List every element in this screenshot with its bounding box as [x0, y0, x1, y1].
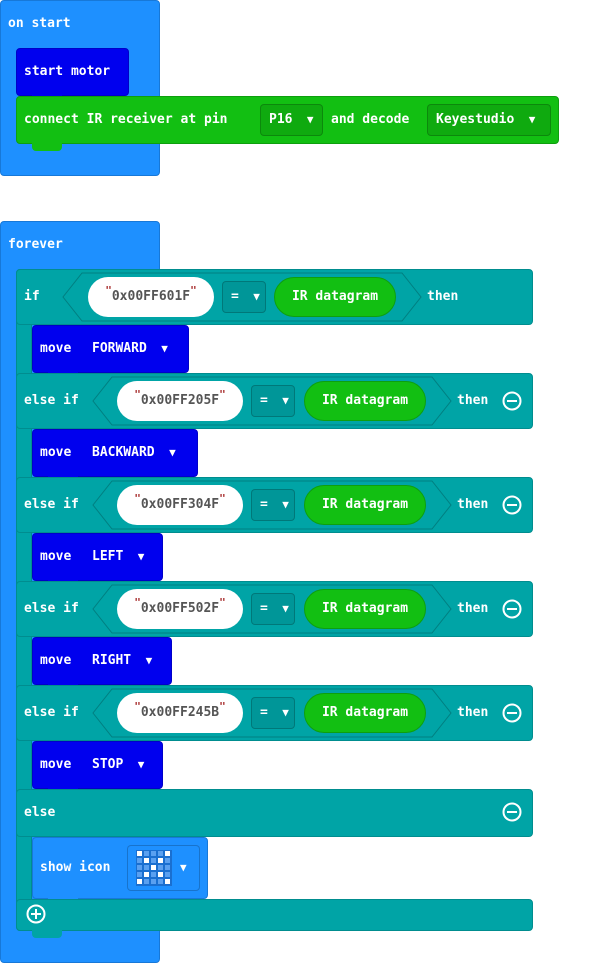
block-notch [32, 930, 62, 938]
start-motor-label: start motor [24, 64, 111, 79]
then-label: then [457, 497, 489, 512]
code-string[interactable]: "0x00FF601F" [88, 277, 214, 317]
decoder-dropdown[interactable]: Keyestudio ▼ [427, 104, 551, 136]
caret-down-icon: ▼ [131, 550, 145, 563]
direction-dropdown[interactable]: LEFT ▼ [83, 541, 157, 573]
ir-datagram-block[interactable]: IR datagram [304, 381, 426, 421]
start-motor-block[interactable] [16, 48, 129, 96]
code-string[interactable]: "0x00FF304F" [117, 485, 243, 525]
code-value: 0x00FF304F [140, 497, 220, 512]
caret-down-icon: ▼ [138, 654, 153, 667]
else-if-keyword: else if [24, 705, 79, 720]
else-if-keyword: else if [24, 497, 79, 512]
code-value: 0x00FF245B [140, 705, 220, 720]
on-start-label: on start [8, 16, 71, 31]
then-label: then [457, 705, 489, 720]
caret-down-icon: ▼ [300, 113, 314, 126]
minus-circle-icon[interactable] [502, 495, 522, 515]
equals-dropdown[interactable]: = ▼ [222, 281, 266, 313]
move-label: move [40, 341, 72, 356]
caret-down-icon: ▼ [275, 498, 289, 511]
caret-down-icon: ▼ [131, 758, 145, 771]
equals-value: = [260, 393, 268, 408]
caret-down-icon: ▼ [275, 394, 289, 407]
ir-datagram-block[interactable]: IR datagram [304, 693, 426, 733]
equals-value: = [260, 497, 268, 512]
show-icon-label: show icon [40, 860, 111, 875]
caret-down-icon: ▼ [522, 113, 536, 126]
move-label: move [40, 757, 72, 772]
pin-dropdown[interactable]: P16 ▼ [260, 104, 323, 136]
decoder-value: Keyestudio [436, 112, 515, 127]
caret-down-icon: ▼ [275, 706, 289, 719]
if-block-footer[interactable] [16, 899, 533, 931]
then-label: then [457, 601, 489, 616]
code-value: 0x00FF205F [140, 393, 220, 408]
else-if-keyword: else if [24, 393, 79, 408]
caret-down-icon: ▼ [162, 446, 176, 459]
move-label: move [40, 549, 72, 564]
move-label: move [40, 445, 72, 460]
direction-dropdown[interactable]: FORWARD ▼ [83, 333, 181, 365]
code-value: 0x00FF502F [140, 601, 220, 616]
ir-datagram-block[interactable]: IR datagram [274, 277, 396, 317]
then-label: then [457, 393, 489, 408]
plus-circle-icon[interactable] [26, 904, 46, 924]
direction-dropdown[interactable]: BACKWARD ▼ [83, 437, 191, 469]
pin-value: P16 [269, 112, 293, 127]
connect-ir-text: connect IR receiver at pin [24, 112, 228, 127]
caret-down-icon: ▼ [275, 602, 289, 615]
code-string[interactable]: "0x00FF245B" [117, 693, 243, 733]
direction-value: FORWARD [92, 341, 147, 356]
direction-value: LEFT [92, 549, 124, 564]
move-label: move [40, 653, 72, 668]
equals-dropdown[interactable]: = ▼ [251, 697, 295, 729]
icon-dropdown[interactable]: ▼ [127, 845, 200, 891]
caret-down-icon: ▼ [246, 290, 260, 303]
x-pattern-led-icon [136, 850, 172, 886]
forever-label: forever [8, 237, 63, 252]
else-keyword: else [24, 805, 56, 820]
direction-value: RIGHT [92, 653, 132, 668]
caret-down-icon: ▼ [180, 861, 187, 874]
minus-circle-icon[interactable] [502, 391, 522, 411]
equals-value: = [260, 601, 268, 616]
equals-dropdown[interactable]: = ▼ [251, 593, 295, 625]
equals-dropdown[interactable]: = ▼ [251, 385, 295, 417]
block-notch [32, 143, 62, 151]
ir-datagram-block[interactable]: IR datagram [304, 589, 426, 629]
if-keyword: if [24, 289, 40, 304]
minus-circle-icon[interactable] [502, 703, 522, 723]
minus-circle-icon[interactable] [502, 802, 522, 822]
then-label: then [427, 289, 459, 304]
code-value: 0x00FF601F [111, 289, 191, 304]
decode-text: and decode [331, 112, 410, 127]
direction-value: BACKWARD [92, 445, 155, 460]
direction-dropdown[interactable]: STOP ▼ [83, 749, 157, 781]
direction-dropdown[interactable]: RIGHT ▼ [83, 645, 165, 677]
caret-down-icon: ▼ [154, 342, 168, 355]
equals-value: = [260, 705, 268, 720]
direction-value: STOP [92, 757, 124, 772]
code-string[interactable]: "0x00FF205F" [117, 381, 243, 421]
equals-value: = [231, 289, 239, 304]
code-string[interactable]: "0x00FF502F" [117, 589, 243, 629]
ir-datagram-block[interactable]: IR datagram [304, 485, 426, 525]
else-if-keyword: else if [24, 601, 79, 616]
else-row[interactable] [16, 789, 533, 837]
minus-circle-icon[interactable] [502, 599, 522, 619]
equals-dropdown[interactable]: = ▼ [251, 489, 295, 521]
